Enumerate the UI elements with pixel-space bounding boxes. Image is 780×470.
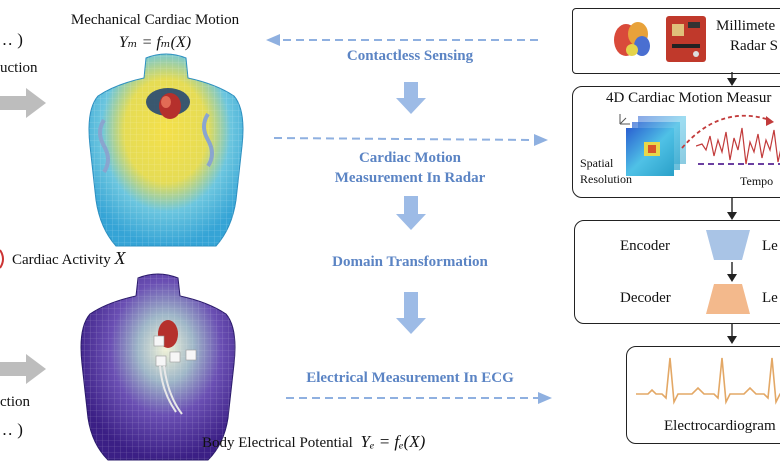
- electrical-label-text: Body Electrical Potential: [202, 435, 353, 451]
- decoder-label: Decoder: [620, 290, 671, 306]
- decoder-shape: [704, 282, 754, 321]
- left-arrow-top: [0, 86, 50, 125]
- axis-icon: [618, 112, 632, 131]
- spatial-label-line1: Spatial: [580, 156, 614, 170]
- mechanical-formula: Yₘ = fₘ(X): [118, 34, 192, 51]
- spatial-label-line2: Resolution: [580, 172, 633, 186]
- encoder-decoder-connector: [724, 262, 740, 289]
- ecg-box: [626, 346, 780, 444]
- left-fragment-top-paren: … ): [0, 30, 23, 49]
- encoder-suffix: Le: [762, 238, 778, 254]
- left-arrow-bottom: [0, 352, 50, 391]
- left-fragment-top-word: uction: [0, 60, 38, 76]
- motion-curve-arrow: [670, 108, 780, 157]
- mechanical-torso-image: [76, 50, 256, 255]
- temporal-label: Tempo: [740, 174, 774, 188]
- radar-antenna-icon: [612, 16, 658, 69]
- radar-label-line1: Millimete: [716, 18, 776, 34]
- electrical-label: Body Electrical Potential Yₑ = fₑ(X): [202, 432, 425, 452]
- step-domain-transformation: Domain Transformation: [332, 254, 488, 270]
- cardiac-activity-symbol: X: [114, 248, 126, 268]
- electrical-torso-image: [66, 272, 246, 469]
- mechanical-title: Mechanical Cardiac Motion: [70, 12, 240, 28]
- radar-board-icon: [664, 14, 708, 69]
- left-fragment-bottom-word: ction: [0, 394, 30, 410]
- electrical-formula: Yₑ = fₑ(X): [360, 432, 426, 451]
- radar-signal-plot: [695, 114, 780, 185]
- cardiac-activity-text: Cardiac Activity: [12, 252, 111, 268]
- vibration-icon-right: [200, 112, 216, 173]
- cardiac-activity-icon: [0, 248, 8, 275]
- ecg-label: Electrocardiogram: [664, 418, 776, 434]
- left-fragment-bottom-paren: … ): [0, 420, 23, 439]
- motion-measurement-title: 4D Cardiac Motion Measur: [606, 90, 772, 106]
- radar-label-line2: Radar S: [730, 38, 778, 54]
- decoder-suffix: Le: [762, 290, 778, 306]
- encoder-label: Encoder: [620, 238, 670, 254]
- step-electrical-measurement: Electrical Measurement In ECG: [306, 370, 514, 386]
- step-contactless-sensing: Contactless Sensing: [346, 48, 474, 64]
- step-cardiac-motion-line1: Cardiac Motion: [358, 150, 462, 166]
- cardiac-activity-label: Cardiac Activity X: [12, 248, 125, 269]
- radar-cube-icon: [620, 112, 700, 189]
- encoder-shape: [704, 228, 754, 267]
- ecg-waveform: [636, 354, 780, 415]
- vibration-icon-left: [96, 118, 112, 179]
- step-cardiac-motion-line2: Measurement In Radar: [334, 170, 486, 186]
